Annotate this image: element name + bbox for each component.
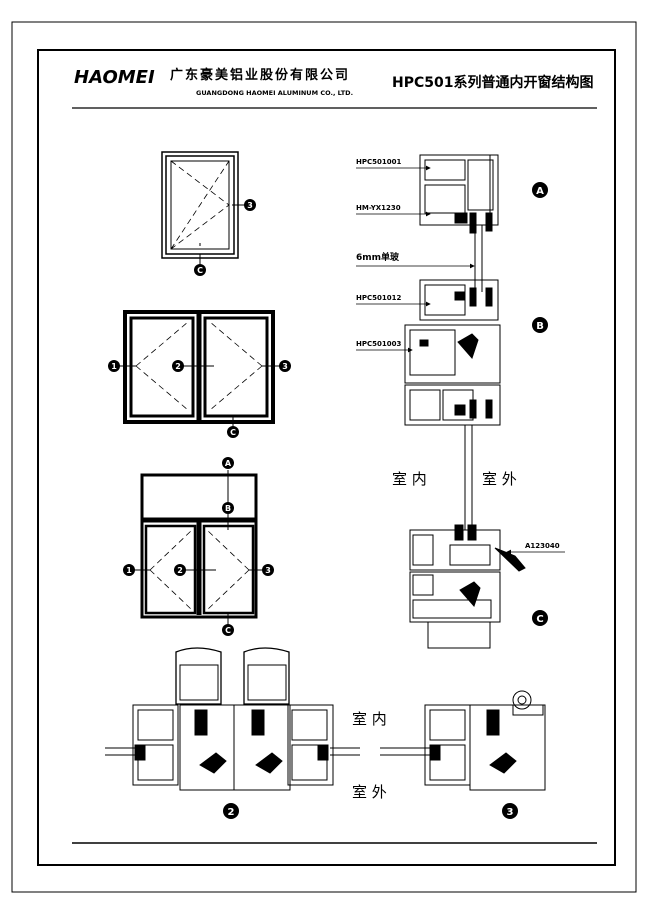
elevation-single-sash <box>161 151 244 264</box>
vertical-section <box>404 154 526 649</box>
label-indoor-horizontal: 室 内 <box>352 710 387 728</box>
svg-text:3: 3 <box>247 201 253 210</box>
callout-a-elev: A <box>222 457 234 469</box>
callout-b-elev: B <box>222 502 234 514</box>
callout-c-transom: C <box>222 624 234 636</box>
svg-text:C: C <box>225 626 231 635</box>
horizontal-section-3 <box>380 690 546 791</box>
svg-text:HPC501001: HPC501001 <box>356 158 401 166</box>
elevation-double-sash <box>120 310 280 426</box>
drawing-title: HPC501系列普通内开窗结构图 <box>392 74 593 91</box>
callout-b-section: B <box>532 317 548 333</box>
svg-text:3: 3 <box>265 566 271 575</box>
svg-text:A: A <box>536 186 544 197</box>
svg-text:HM-YX1230: HM-YX1230 <box>356 204 401 212</box>
inner-border <box>37 49 616 866</box>
leader-gasket: HM-YX1230 <box>356 204 431 217</box>
callout-c-section: C <box>532 610 548 626</box>
callout-a-section: A <box>532 182 548 198</box>
svg-text:2: 2 <box>175 362 181 371</box>
svg-text:A: A <box>225 459 232 468</box>
leader-frame: HPC501001 <box>356 158 431 171</box>
callout-c-single: C <box>194 264 206 276</box>
svg-text:C: C <box>230 428 236 437</box>
logo-text: HAOMEI <box>74 67 155 88</box>
callout-3-double: 3 <box>279 360 291 372</box>
svg-text:2: 2 <box>228 807 235 818</box>
callout-2-double: 2 <box>172 360 184 372</box>
callout-c-double: C <box>227 426 239 438</box>
label-outdoor-vertical: 室 外 <box>482 470 517 488</box>
label-outdoor-horizontal: 室 外 <box>352 783 387 801</box>
callout-2-section: 2 <box>223 803 239 819</box>
svg-text:3: 3 <box>282 362 288 371</box>
elevation-transom-double-sash <box>135 470 262 624</box>
svg-text:B: B <box>225 504 231 513</box>
callout-1-transom: 1 <box>123 564 135 576</box>
leader-glass: 6mm单玻 <box>356 251 475 269</box>
svg-text:B: B <box>536 321 544 332</box>
company-name-cn: 广东豪美铝业股份有限公司 <box>170 67 350 83</box>
callout-3-section: 3 <box>502 803 518 819</box>
company-logo: HAOMEI <box>74 67 155 88</box>
leader-accessory: A123040 <box>506 542 565 555</box>
outer-border <box>11 21 637 893</box>
callout-3-single: 3 <box>244 199 256 211</box>
svg-text:C: C <box>197 266 203 275</box>
callout-3-transom: 3 <box>262 564 274 576</box>
callout-2-transom: 2 <box>174 564 186 576</box>
company-name-en: GUANGDONG HAOMEI ALUMINUM CO., LTD. <box>196 89 353 97</box>
svg-text:C: C <box>536 614 543 625</box>
svg-text:3: 3 <box>507 807 514 818</box>
svg-text:A123040: A123040 <box>525 542 560 550</box>
svg-text:1: 1 <box>111 362 117 371</box>
svg-text:HPC501012: HPC501012 <box>356 294 401 302</box>
leader-mullion: HPC501012 <box>356 294 431 307</box>
label-indoor-vertical: 室 内 <box>392 470 427 488</box>
svg-text:HPC501003: HPC501003 <box>356 340 401 348</box>
svg-text:1: 1 <box>126 566 132 575</box>
leader-sash: HPC501003 <box>356 340 413 353</box>
horizontal-section-2 <box>105 647 360 791</box>
callout-1-double: 1 <box>108 360 120 372</box>
svg-text:6mm单玻: 6mm单玻 <box>356 251 400 263</box>
svg-text:2: 2 <box>177 566 183 575</box>
